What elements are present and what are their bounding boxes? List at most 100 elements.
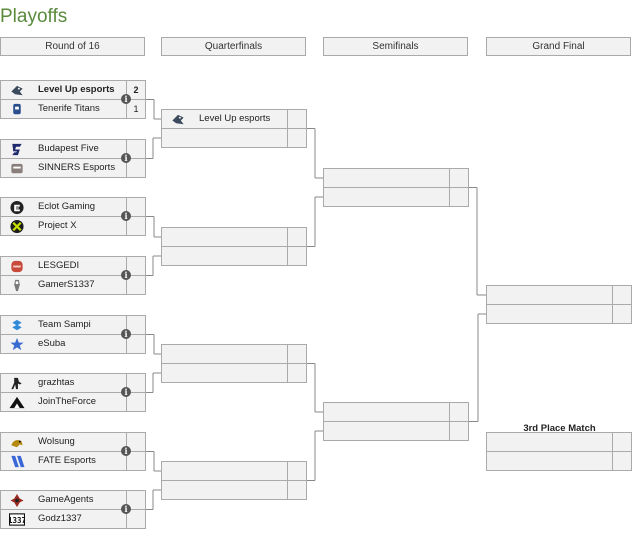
team-slot-top[interactable] — [161, 227, 307, 247]
team-score — [126, 257, 145, 275]
team-score — [612, 452, 631, 470]
team-slot-top[interactable]: Level Up esports — [161, 109, 307, 129]
team-slot-top[interactable] — [161, 344, 307, 364]
bird-logo-icon — [170, 112, 186, 127]
round-header-semifinals: Semifinals — [323, 37, 468, 56]
godz-logo-icon: 1337 — [8, 512, 26, 527]
force-logo-icon — [9, 395, 25, 410]
team-name: Tenerife Titans — [38, 103, 100, 114]
team-name: GameAgents — [38, 494, 94, 505]
team-name: GamerS1337 — [38, 279, 95, 290]
team-name: FATE Esports — [38, 455, 96, 466]
team-slot-top[interactable] — [161, 461, 307, 481]
match-info-icon[interactable]: i — [121, 329, 131, 339]
gameagents-logo-icon — [9, 493, 25, 508]
team-score — [126, 433, 145, 451]
match-info-icon[interactable]: i — [121, 387, 131, 397]
match-info-icon[interactable]: i — [121, 94, 131, 104]
team-score — [287, 481, 306, 499]
team-score — [287, 364, 306, 382]
team-score — [612, 433, 631, 451]
wolsung-logo-icon — [9, 435, 25, 450]
team-slot-bottom[interactable] — [161, 246, 307, 266]
team-score — [287, 462, 306, 480]
team-score — [126, 510, 145, 528]
match-info-icon[interactable]: i — [121, 211, 131, 221]
team-score — [126, 491, 145, 509]
team-score — [287, 110, 306, 128]
team-slot-bottom[interactable] — [161, 363, 307, 383]
svg-text:1337: 1337 — [9, 516, 25, 525]
team-name: Team Sampi — [38, 319, 91, 330]
team-score — [126, 393, 145, 411]
lesgedi-logo-icon — [9, 259, 25, 274]
round-header-r16: Round of 16 — [0, 37, 145, 56]
five-logo-icon — [9, 142, 25, 157]
team-slot-bottom[interactable]: eSuba — [0, 334, 146, 354]
team-score — [126, 217, 145, 235]
fate-logo-icon — [9, 454, 25, 469]
soldier-logo-icon — [9, 376, 25, 391]
team-score — [612, 305, 631, 323]
team-slot-bottom[interactable]: JoinTheForce — [0, 392, 146, 412]
titan-logo-icon — [9, 102, 25, 117]
round-header-grand-final: Grand Final — [486, 37, 631, 56]
team-slot-bottom[interactable] — [323, 187, 469, 207]
team-slot-bottom[interactable]: Project X — [0, 216, 146, 236]
team-score: 1 — [126, 100, 145, 118]
team-slot-top[interactable] — [323, 168, 469, 188]
team-slot-bottom[interactable]: Tenerife Titans 1 — [0, 99, 146, 119]
team-slot-bottom[interactable]: GamerS1337 — [0, 275, 146, 295]
team-name: Eclot Gaming — [38, 201, 96, 212]
projectx-logo-icon — [9, 219, 25, 234]
team-slot-bottom[interactable]: FATE Esports — [0, 451, 146, 471]
match-info-icon[interactable]: i — [121, 446, 131, 456]
team-slot-bottom[interactable]: 1337 Godz1337 — [0, 509, 146, 529]
team-slot-top[interactable] — [486, 285, 632, 305]
team-slot-top[interactable]: LESGEDI — [0, 256, 146, 276]
team-slot-bottom[interactable] — [486, 304, 632, 324]
team-slot-bottom[interactable] — [161, 480, 307, 500]
team-name: Project X — [38, 220, 77, 231]
team-score — [287, 228, 306, 246]
star-logo-icon — [9, 337, 25, 352]
team-score — [126, 198, 145, 216]
round-header-quarterfinals: Quarterfinals — [161, 37, 306, 56]
team-name: eSuba — [38, 338, 66, 349]
team-name: LESGEDI — [38, 260, 80, 271]
team-score: 2 — [126, 81, 145, 99]
team-name: Level Up esports — [199, 113, 271, 124]
team-slot-bottom[interactable] — [161, 128, 307, 148]
third-place-title: 3rd Place Match — [523, 423, 596, 434]
team-name: JoinTheForce — [38, 396, 97, 407]
team-slot-bottom[interactable]: SINNERS Esports — [0, 158, 146, 178]
match-info-icon[interactable]: i — [121, 270, 131, 280]
team-score — [126, 316, 145, 334]
team-slot-top[interactable]: GameAgents — [0, 490, 146, 510]
gamers-logo-icon — [9, 278, 25, 293]
sampi-logo-icon — [9, 318, 25, 333]
team-score — [126, 159, 145, 177]
team-score — [449, 169, 468, 187]
match-info-icon[interactable]: i — [121, 504, 131, 514]
team-score — [126, 374, 145, 392]
match-info-icon[interactable]: i — [121, 153, 131, 163]
team-score — [449, 188, 468, 206]
team-slot-bottom[interactable] — [323, 421, 469, 441]
team-score — [287, 247, 306, 265]
team-score — [126, 140, 145, 158]
team-slot-bottom[interactable] — [486, 451, 632, 471]
team-slot-top[interactable] — [323, 402, 469, 422]
team-score — [126, 452, 145, 470]
sinners-logo-icon — [9, 161, 25, 176]
team-name: Godz1337 — [38, 513, 82, 524]
team-score — [449, 422, 468, 440]
team-score — [287, 129, 306, 147]
eclot-logo-icon — [9, 200, 25, 215]
team-score — [287, 345, 306, 363]
team-score — [449, 403, 468, 421]
team-score — [126, 276, 145, 294]
bird-logo-icon — [9, 83, 25, 98]
team-slot-top[interactable] — [486, 432, 632, 452]
